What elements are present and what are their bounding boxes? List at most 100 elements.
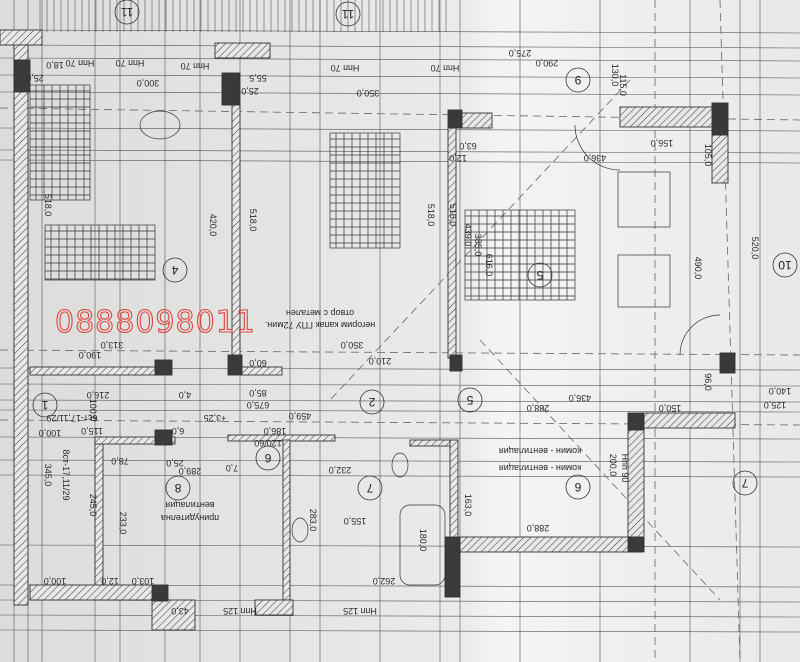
- dimension-label: Нпп 125: [223, 606, 257, 616]
- room-number-marker: [32, 392, 58, 418]
- washbasin-icon: [291, 517, 309, 543]
- wall: [29, 366, 171, 376]
- wall: [459, 112, 493, 129]
- column: [627, 412, 645, 431]
- toilet-icon: [391, 452, 409, 478]
- column: [444, 536, 461, 598]
- door-swing-icon: [679, 314, 721, 356]
- dimension-label: 283,0: [308, 509, 318, 532]
- annotation-chimney-2: комин - вентилация: [499, 463, 581, 473]
- annotations: +3,256ст-17,11/298ст-17,11/29принудителн…: [47, 308, 582, 523]
- dimension-label: 520,0: [750, 237, 760, 260]
- column: [221, 72, 241, 106]
- dimension-label: 210,0: [369, 356, 392, 366]
- dimension-label: Нпп 125: [343, 606, 377, 616]
- furniture: [29, 84, 721, 586]
- dimension-label: 100,0: [88, 399, 98, 422]
- column: [227, 354, 243, 376]
- dimension-label: 289,0: [179, 466, 202, 476]
- dimension-label: 313,0: [101, 340, 124, 350]
- column: [154, 359, 173, 376]
- dimension-label: 96,0: [703, 373, 713, 391]
- column: [449, 354, 463, 372]
- column: [13, 59, 31, 93]
- room-number: 6: [264, 451, 271, 465]
- room-number-marker: [114, 0, 140, 25]
- dimension-label: 385,0: [473, 234, 483, 257]
- room-number-marker: [565, 67, 591, 93]
- room-number: 9: [574, 73, 581, 87]
- room-number: 4: [171, 263, 178, 277]
- dimension-label: 300,0: [137, 78, 160, 88]
- dimension-label: 12,0: [101, 576, 119, 586]
- dimension-label: 233,0: [118, 512, 128, 535]
- column: [447, 109, 463, 129]
- dimension-label: 155,0: [344, 516, 367, 526]
- watermark-phone: 0888098011: [55, 305, 256, 340]
- dimension-label: 25,0: [166, 458, 184, 468]
- dimension-label: 675,0: [247, 400, 270, 410]
- annotation-stair-upper: 6ст-17,11/29: [47, 413, 98, 423]
- annotation-room8-note-2: вентилация: [165, 500, 214, 510]
- room-number-marker: [357, 475, 383, 501]
- room-number: 11: [341, 7, 354, 21]
- dimension-label: 232,0: [329, 465, 352, 475]
- dimension-label: 518,0: [43, 194, 53, 217]
- room-number-marker: [359, 389, 385, 415]
- dimension-label: 7,0: [226, 463, 239, 473]
- bathtub-icon: [399, 504, 446, 586]
- wall: [639, 412, 736, 429]
- room-number-marker: [565, 474, 591, 500]
- wall: [627, 429, 645, 551]
- room-number: 8: [174, 481, 181, 495]
- wall: [151, 599, 196, 631]
- room-number: 10: [778, 258, 792, 272]
- dimension-label: 516,0: [448, 204, 458, 227]
- room-number: 5: [466, 393, 473, 407]
- room-number: 2: [368, 395, 375, 409]
- dimension-label: 490,0: [693, 257, 703, 280]
- dimension-label: 125,0: [764, 400, 787, 410]
- wall: [0, 29, 43, 46]
- room-number: 7: [366, 481, 373, 495]
- dimension-label: 436,0: [569, 393, 592, 403]
- dimension-label: 43,0: [171, 606, 189, 616]
- dimension-label: Нпп 70: [181, 61, 210, 71]
- dimension-label: 100,0: [39, 428, 62, 438]
- dimension-label: 140,0: [769, 386, 792, 396]
- dimension-label: 518,0: [426, 204, 436, 227]
- dimension-label: 290,0: [536, 58, 559, 68]
- dimension-label: 115,0: [618, 74, 628, 96]
- room-number: 11: [120, 5, 133, 19]
- dimension-label: 105,0: [703, 144, 713, 167]
- annotation-opening-1: отвор с метален: [286, 308, 354, 318]
- dimension-label: 439,0: [463, 224, 473, 247]
- dimension-label: 63,0: [459, 141, 477, 151]
- dimension-label: 518,0: [248, 209, 258, 232]
- room-number-marker: [335, 1, 361, 27]
- wall: [29, 584, 156, 601]
- dimension-label: Нпп 70: [116, 58, 145, 68]
- dimension-label: 345,0: [43, 464, 53, 487]
- annotation-opening-2: негорим капак ГПУ 72мин.: [265, 320, 376, 330]
- dimension-label: 156,0: [651, 138, 674, 148]
- nightstand-icon: [617, 254, 671, 308]
- dimension-label: 436,0: [584, 153, 607, 163]
- nightstand-icon: [617, 171, 671, 228]
- annotation-level: +3,25: [204, 413, 227, 423]
- dimension-label: 25,0: [26, 73, 44, 83]
- dimension-label: Нпп 70: [331, 63, 360, 73]
- room-number: 7: [741, 476, 748, 490]
- walls: [0, 29, 736, 631]
- bed-icon: [464, 209, 576, 301]
- wall: [282, 439, 291, 601]
- annotation-chimney-1: комин - вентилация: [499, 446, 581, 456]
- wall: [449, 439, 459, 541]
- annotation-shaft: 120/60: [254, 438, 282, 448]
- dimension-label: 288,0: [527, 403, 550, 413]
- dimension-label: 12,0: [449, 153, 467, 163]
- dimension-label: 180,0: [418, 529, 428, 552]
